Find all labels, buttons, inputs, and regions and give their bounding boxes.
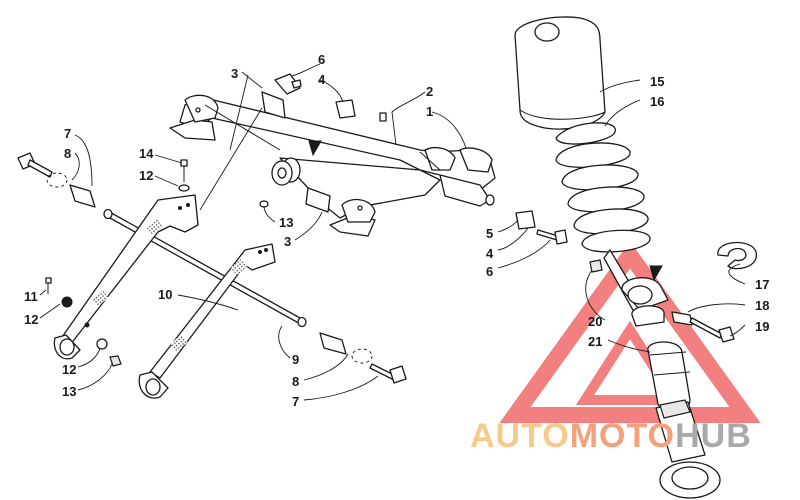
callout-21: 21 [588, 334, 602, 349]
washer-top [335, 99, 356, 119]
callout-6-top: 6 [318, 52, 325, 67]
callout-15: 15 [650, 74, 664, 89]
callout-3-top: 3 [231, 66, 238, 81]
spacer-left-8 [69, 184, 96, 208]
washer-12-lower [96, 338, 108, 350]
direction-arrow-arm [308, 140, 322, 157]
callout-4-right: 4 [486, 246, 494, 261]
bolt-19 [689, 317, 735, 343]
bushing-20 [589, 259, 603, 273]
bolt-right-7 [369, 363, 407, 384]
callout-12-lower: 12 [62, 362, 76, 377]
washer-12-left [61, 296, 73, 308]
callout-12-left: 12 [24, 312, 38, 327]
callout-7-left: 7 [64, 126, 71, 141]
svg-text:AUTOMOTOHUB: AUTOMOTOHUB [470, 417, 752, 455]
callout-13-lower: 13 [62, 384, 76, 399]
lower-mount-arm-right [138, 243, 276, 399]
cross-tube [103, 208, 307, 328]
leader-lines [39, 63, 746, 401]
watermark-auto: AUTO [470, 417, 570, 455]
bolt-left-7 [17, 152, 53, 178]
callout-9: 9 [292, 352, 299, 367]
callout-12-top: 12 [139, 168, 153, 183]
callout-2: 2 [426, 84, 433, 99]
watermark-moto: MOTO [570, 417, 675, 455]
washer-12-top [178, 184, 190, 192]
washer-left-8 [46, 172, 68, 188]
bushing-5 [515, 210, 536, 230]
callout-14: 14 [139, 146, 154, 161]
spacer-18 [671, 311, 693, 326]
callout-3-bottom: 3 [284, 234, 291, 249]
callout-13-top: 13 [279, 215, 293, 230]
bolt-top [274, 73, 302, 95]
callout-7-right: 7 [292, 394, 299, 409]
nut-13-lower [109, 355, 122, 367]
callout-5: 5 [486, 226, 493, 241]
shock-absorber [514, 16, 721, 499]
callout-16: 16 [650, 94, 664, 109]
callout-11: 11 [24, 289, 38, 304]
grease-fitting [379, 112, 387, 122]
callout-17: 17 [755, 277, 769, 292]
callout-4-top: 4 [318, 72, 326, 87]
callout-1: 1 [426, 104, 433, 119]
callout-8-left: 8 [64, 146, 71, 161]
small-bolt-11 [45, 277, 52, 294]
watermark-logo [499, 241, 761, 423]
bushing-ring [271, 157, 301, 186]
callout-18: 18 [755, 298, 769, 313]
callout-10: 10 [158, 287, 172, 302]
lower-mount-arm-left [53, 194, 199, 360]
retaining-clip-17 [717, 241, 757, 270]
bushing-lower [305, 187, 331, 213]
upper-a-arm [169, 94, 496, 237]
watermark-hub: HUB [675, 417, 752, 455]
bolt-right-6 [536, 229, 568, 245]
bushing-upper [261, 91, 286, 119]
callout-19: 19 [755, 319, 769, 334]
watermark-text: AUTOMOTOHUB [470, 417, 752, 455]
washer-right-8 [351, 348, 373, 364]
spacer-right-9 [319, 332, 347, 355]
callout-labels: 1 2 3 3 4 4 5 6 6 7 7 8 8 9 10 11 12 12 … [24, 52, 769, 409]
callout-20: 20 [588, 314, 602, 329]
callout-8-right: 8 [292, 374, 299, 389]
callout-6-right: 6 [486, 264, 493, 279]
